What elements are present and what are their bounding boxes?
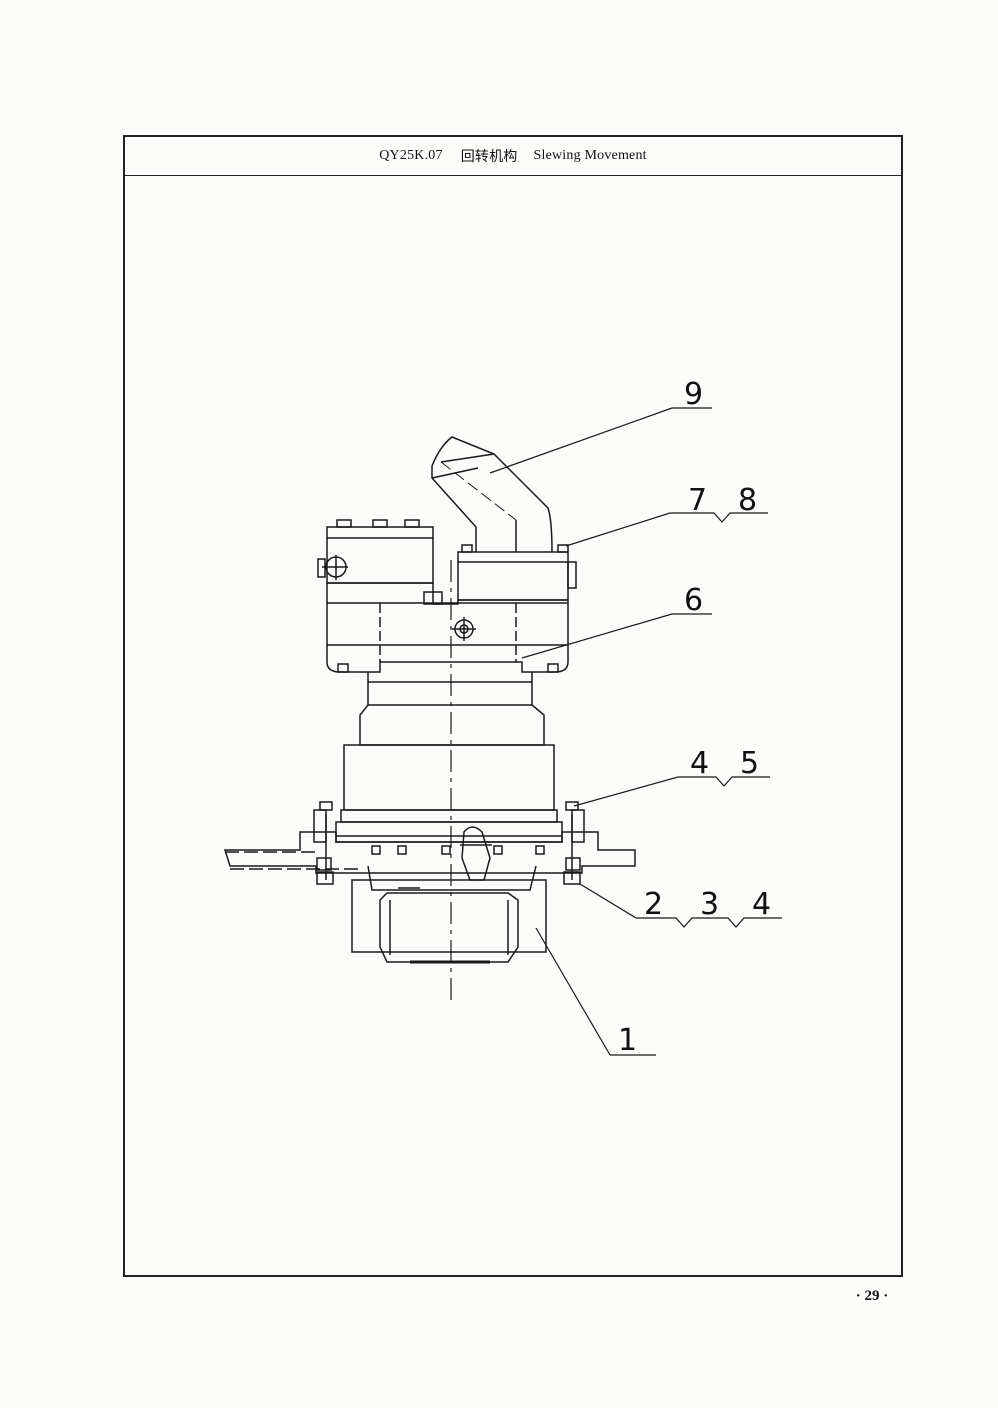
leader-lines [489, 407, 782, 1056]
title-block: QY25K.07 回转机构 Slewing Movement [125, 137, 901, 176]
title-english: Slewing Movement [533, 148, 647, 163]
mounting-flange [223, 801, 636, 885]
callout-7: 7 [688, 483, 707, 518]
drawing-frame: QY25K.07 回转机构 Slewing Movement [123, 135, 903, 1277]
central-coupler [460, 826, 492, 881]
callout-4-lower: 4 [752, 887, 771, 922]
callout-8: 8 [738, 483, 757, 518]
drawing-code: QY25K.07 [379, 148, 443, 163]
page-number: · 29 · [855, 1288, 889, 1304]
elbow-pipe [431, 436, 553, 553]
callout-5: 5 [740, 746, 759, 781]
pinion-gear [351, 879, 547, 964]
callout-3: 3 [700, 887, 719, 922]
callout-4-upper: 4 [690, 746, 709, 781]
title-chinese: 回转机构 [460, 150, 518, 165]
gear-housing [335, 744, 563, 843]
upper-housing [317, 519, 577, 673]
callout-9: 9 [684, 377, 703, 412]
lower-housing [367, 865, 537, 891]
reducer-neck [359, 672, 545, 746]
callout-1: 1 [618, 1023, 637, 1058]
callout-2: 2 [644, 887, 663, 922]
callout-6: 6 [684, 583, 703, 618]
